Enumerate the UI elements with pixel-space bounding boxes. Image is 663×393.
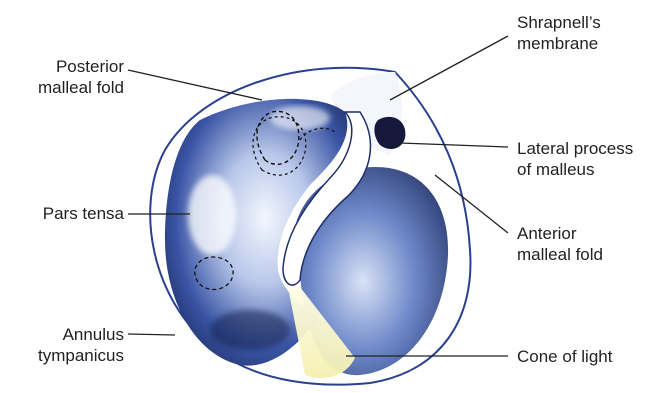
label-shrapnells-membrane: Shrapnell’s membrane: [517, 12, 601, 54]
fold-highlight: [270, 106, 330, 130]
label-lateral-process: Lateral process of malleus: [517, 138, 633, 180]
leader-annulus: [128, 334, 175, 335]
label-line: Lateral process: [517, 138, 633, 159]
label-line: tympanicus: [20, 345, 124, 366]
label-line: Anterior: [517, 223, 603, 244]
label-line: Cone of light: [517, 346, 612, 367]
label-line: Pars tensa: [20, 203, 124, 224]
label-cone-of-light: Cone of light: [517, 346, 612, 367]
label-annulus-tympanicus: Annulus tympanicus: [20, 324, 124, 366]
label-anterior-malleal-fold: Anterior malleal fold: [517, 223, 603, 265]
label-line: of malleus: [517, 159, 633, 180]
label-posterior-malleal-fold: Posterior malleal fold: [20, 56, 124, 98]
label-line: Shrapnell’s: [517, 12, 601, 33]
pars-tensa-highlight: [188, 175, 236, 255]
label-line: Annulus: [20, 324, 124, 345]
label-line: Posterior: [20, 56, 124, 77]
leader-posterior-fold: [128, 70, 262, 100]
label-line: malleal fold: [517, 244, 603, 265]
leader-shrapnell: [390, 36, 508, 100]
label-line: membrane: [517, 33, 601, 54]
label-line: malleal fold: [20, 77, 124, 98]
dark-patch: [210, 310, 290, 350]
label-pars-tensa: Pars tensa: [20, 203, 124, 224]
